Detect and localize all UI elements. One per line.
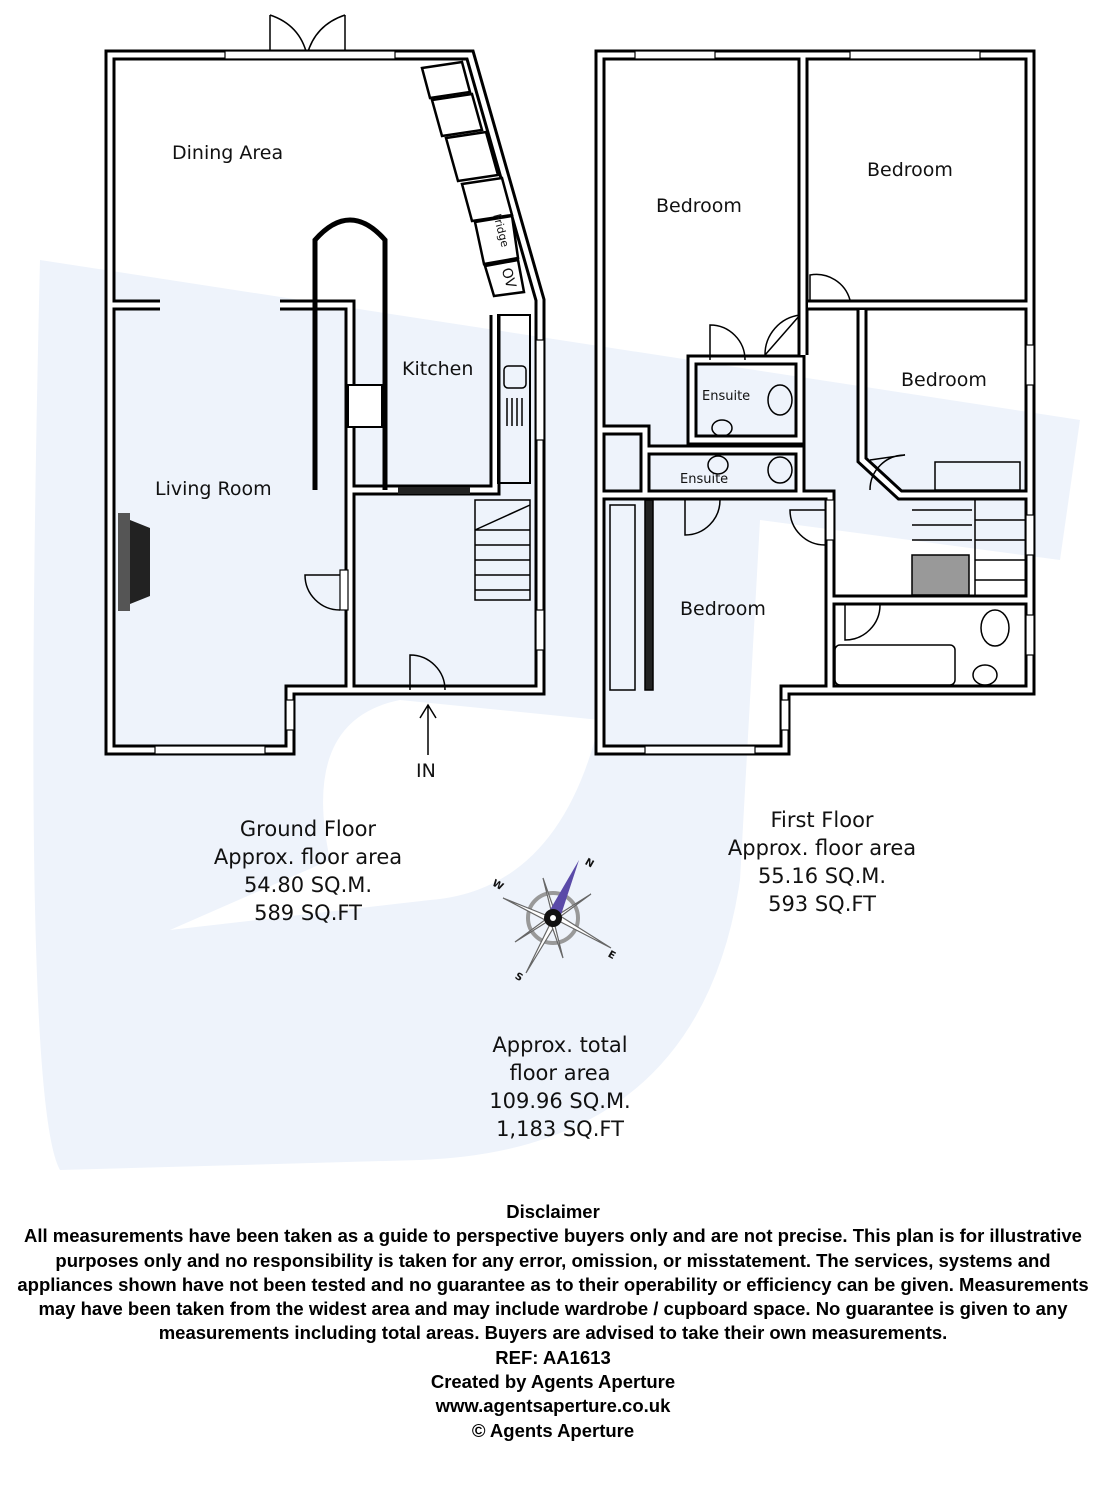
- total-floor-area: Approx. total floor area 109.96 SQ.M. 1,…: [430, 1031, 690, 1143]
- room-label-living-room: Living Room: [155, 478, 272, 500]
- ground-floor-walls: [104, 14, 546, 756]
- created-by: Created by Agents Aperture: [430, 1371, 676, 1393]
- first-floor-area: First Floor Approx. floor area 55.16 SQ.…: [692, 806, 952, 918]
- disclaimer-heading: Disclaimer: [506, 1201, 600, 1222]
- first-floor-title: First Floor: [770, 808, 874, 832]
- disclaimer: Disclaimer All measurements have been ta…: [0, 1200, 1106, 1443]
- room-label-bedroom-2: Bedroom: [867, 159, 953, 181]
- total-sqm: 109.96 SQ.M.: [489, 1089, 631, 1113]
- ground-floor-area-label: Approx. floor area: [213, 845, 403, 869]
- watermark-logo: [33, 260, 1080, 1170]
- room-label-ensuite-2: Ensuite: [680, 472, 729, 487]
- ground-floor-sqft: 589 SQ.FT: [254, 901, 362, 925]
- website-link[interactable]: www.agentsaperture.co.uk: [435, 1395, 671, 1417]
- first-floor-sqft: 593 SQ.FT: [768, 892, 876, 916]
- room-label-ensuite-1: Ensuite: [702, 389, 751, 404]
- total-label-2: floor area: [509, 1061, 611, 1085]
- compass-rose-icon: [502, 860, 612, 974]
- reference: REF: AA1613: [495, 1346, 611, 1368]
- room-label-kitchen: Kitchen: [402, 358, 474, 380]
- ground-floor-title: Ground Floor: [239, 817, 377, 841]
- total-label-1: Approx. total: [492, 1033, 628, 1057]
- disclaimer-body: All measurements have been taken as a gu…: [17, 1225, 1089, 1344]
- room-label-dining-area: Dining Area: [172, 142, 284, 164]
- room-label-bedroom-4: Bedroom: [680, 598, 766, 620]
- first-floor-walls: [594, 49, 1036, 756]
- first-floor-area-label: Approx. floor area: [727, 836, 917, 860]
- total-sqft: 1,183 SQ.FT: [496, 1117, 624, 1141]
- room-label-bedroom-3: Bedroom: [901, 369, 987, 391]
- first-floor-sqm: 55.16 SQ.M.: [757, 864, 887, 888]
- ground-floor-area: Ground Floor Approx. floor area 54.80 SQ…: [178, 815, 438, 927]
- room-label-bedroom-1: Bedroom: [656, 195, 742, 217]
- copyright: © Agents Aperture: [471, 1419, 635, 1441]
- entrance-label: IN: [416, 760, 436, 782]
- ground-floor-sqm: 54.80 SQ.M.: [243, 873, 373, 897]
